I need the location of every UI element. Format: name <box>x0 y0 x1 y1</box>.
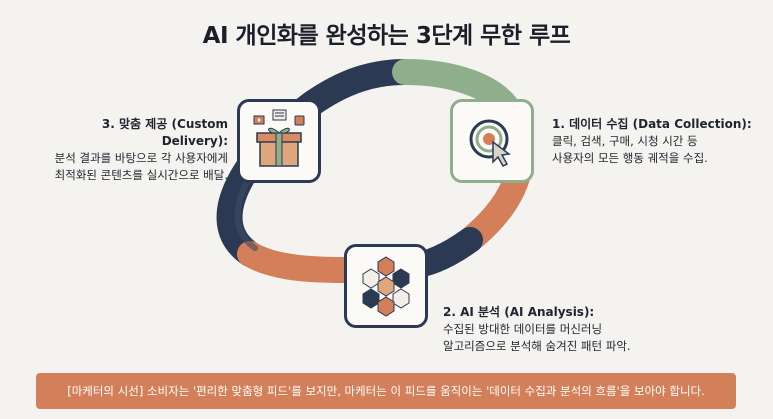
step-delivery-line1: 분석 결과를 바탕으로 각 사용자에게 <box>54 151 228 165</box>
marketer-insight-banner: [마케터의 시선] 소비자는 '편리한 맞춤형 피드'를 보지만, 마케터는 이… <box>36 373 736 409</box>
page-title: AI 개인화를 완성하는 3단계 무한 루프 <box>202 23 571 49</box>
step-collection-line2: 사용자의 모든 행동 궤적을 수집. <box>552 151 708 165</box>
step-analysis-heading: 2. AI 분석 (AI Analysis): <box>443 305 595 319</box>
step-delivery-line2: 최적화된 콘텐츠를 실시간으로 배달. <box>54 168 228 182</box>
step-delivery-heading: 3. 맞춤 제공 (Custom Delivery): <box>101 117 228 148</box>
step-collection-line1: 클릭, 검색, 구매, 시청 시간 등 <box>552 134 698 148</box>
step-collection-heading: 1. 데이터 수집 (Data Collection): <box>552 117 752 131</box>
collection-card <box>450 99 534 183</box>
gift-box-icon <box>253 109 305 167</box>
step-analysis-line1: 수집된 방대한 데이터를 머신러닝 <box>443 322 603 336</box>
loop-segment-terracotta-lower <box>237 241 358 283</box>
step-analysis-line2: 알고리즘으로 분석해 숨겨진 패턴 파악. <box>443 339 631 353</box>
delivery-card <box>237 99 321 183</box>
analysis-card <box>344 244 428 328</box>
step-delivery: 3. 맞춤 제공 (Custom Delivery): 분석 결과를 바탕으로 … <box>36 116 228 184</box>
hexagon-network-icon <box>362 256 410 317</box>
step-collection: 1. 데이터 수집 (Data Collection): 클릭, 검색, 구매,… <box>552 116 752 167</box>
step-analysis: 2. AI 분석 (AI Analysis): 수집된 방대한 데이터를 머신러… <box>443 304 683 355</box>
cursor-target-icon <box>469 119 511 167</box>
